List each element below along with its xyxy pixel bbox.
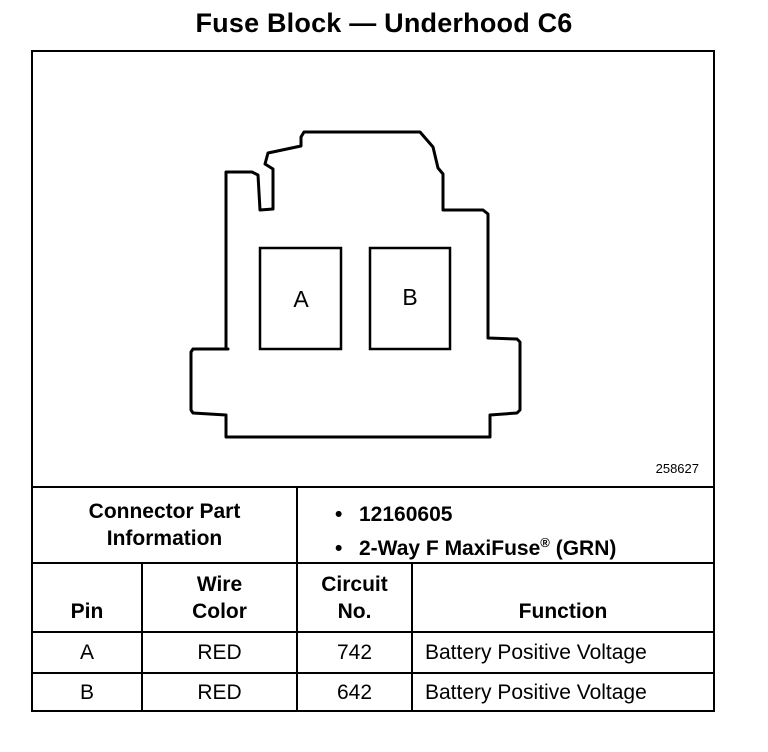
- part-number-item: •12160605: [335, 503, 453, 526]
- cavity-b: [368, 246, 452, 351]
- connector-housing-outline: [189, 130, 522, 439]
- connector-face-diagram: A B: [189, 130, 522, 439]
- cavity-a-label: A: [293, 286, 309, 312]
- divider-col-pin: [141, 562, 143, 712]
- cavity-b-label: B: [402, 284, 417, 310]
- part-info-label: Connector Part Information: [33, 488, 296, 562]
- row-a-function: Battery Positive Voltage: [425, 640, 647, 664]
- row-a-pin: A: [79, 640, 94, 664]
- part-description-item: •2-Way F MaxiFuse® (GRN): [335, 535, 617, 560]
- divider-header: [33, 631, 713, 633]
- header-pin: Pin: [70, 600, 104, 623]
- header-circuit-line1: Circuit: [321, 572, 388, 596]
- part-color: (GRN): [555, 537, 617, 560]
- connector-sheet: A B 258627 Connector Part Information •1…: [31, 50, 715, 712]
- header-circuit-line2: No.: [337, 599, 372, 623]
- part-info-label-line1: Connector Part: [88, 500, 241, 523]
- divider-col-wire: [296, 562, 298, 712]
- header-circuit: Circuit No.: [298, 564, 411, 631]
- registered-mark: ®: [540, 535, 550, 550]
- divider-diagram: [33, 486, 713, 488]
- header-wire-color-line2: Color: [192, 599, 247, 623]
- divider-row-a: [33, 672, 713, 674]
- row-b-function: Battery Positive Voltage: [425, 681, 647, 704]
- part-number: 12160605: [359, 503, 453, 526]
- page-title: Fuse Block — Underhood C6: [195, 8, 573, 38]
- row-b-circuit: 642: [336, 681, 373, 704]
- divider-col-circuit: [411, 562, 413, 712]
- header-wire-color-line1: Wire: [196, 572, 243, 596]
- row-b-pin: B: [79, 681, 94, 704]
- header-function: Function: [518, 600, 608, 623]
- divider-part-info-vertical: [296, 486, 298, 564]
- row-a-wire-color: RED: [197, 640, 242, 664]
- part-info-label-line2: Information: [106, 527, 223, 550]
- part-info-list: •12160605 •2-Way F MaxiFuse® (GRN): [335, 498, 616, 566]
- cavity-a: [258, 246, 343, 351]
- divider-part-info: [33, 562, 713, 564]
- row-b-wire-color: RED: [197, 681, 242, 704]
- header-wire-color: Wire Color: [143, 564, 296, 631]
- drawing-id: 258627: [655, 461, 699, 476]
- part-description: 2-Way F MaxiFuse: [359, 537, 541, 560]
- row-a-circuit: 742: [336, 640, 373, 664]
